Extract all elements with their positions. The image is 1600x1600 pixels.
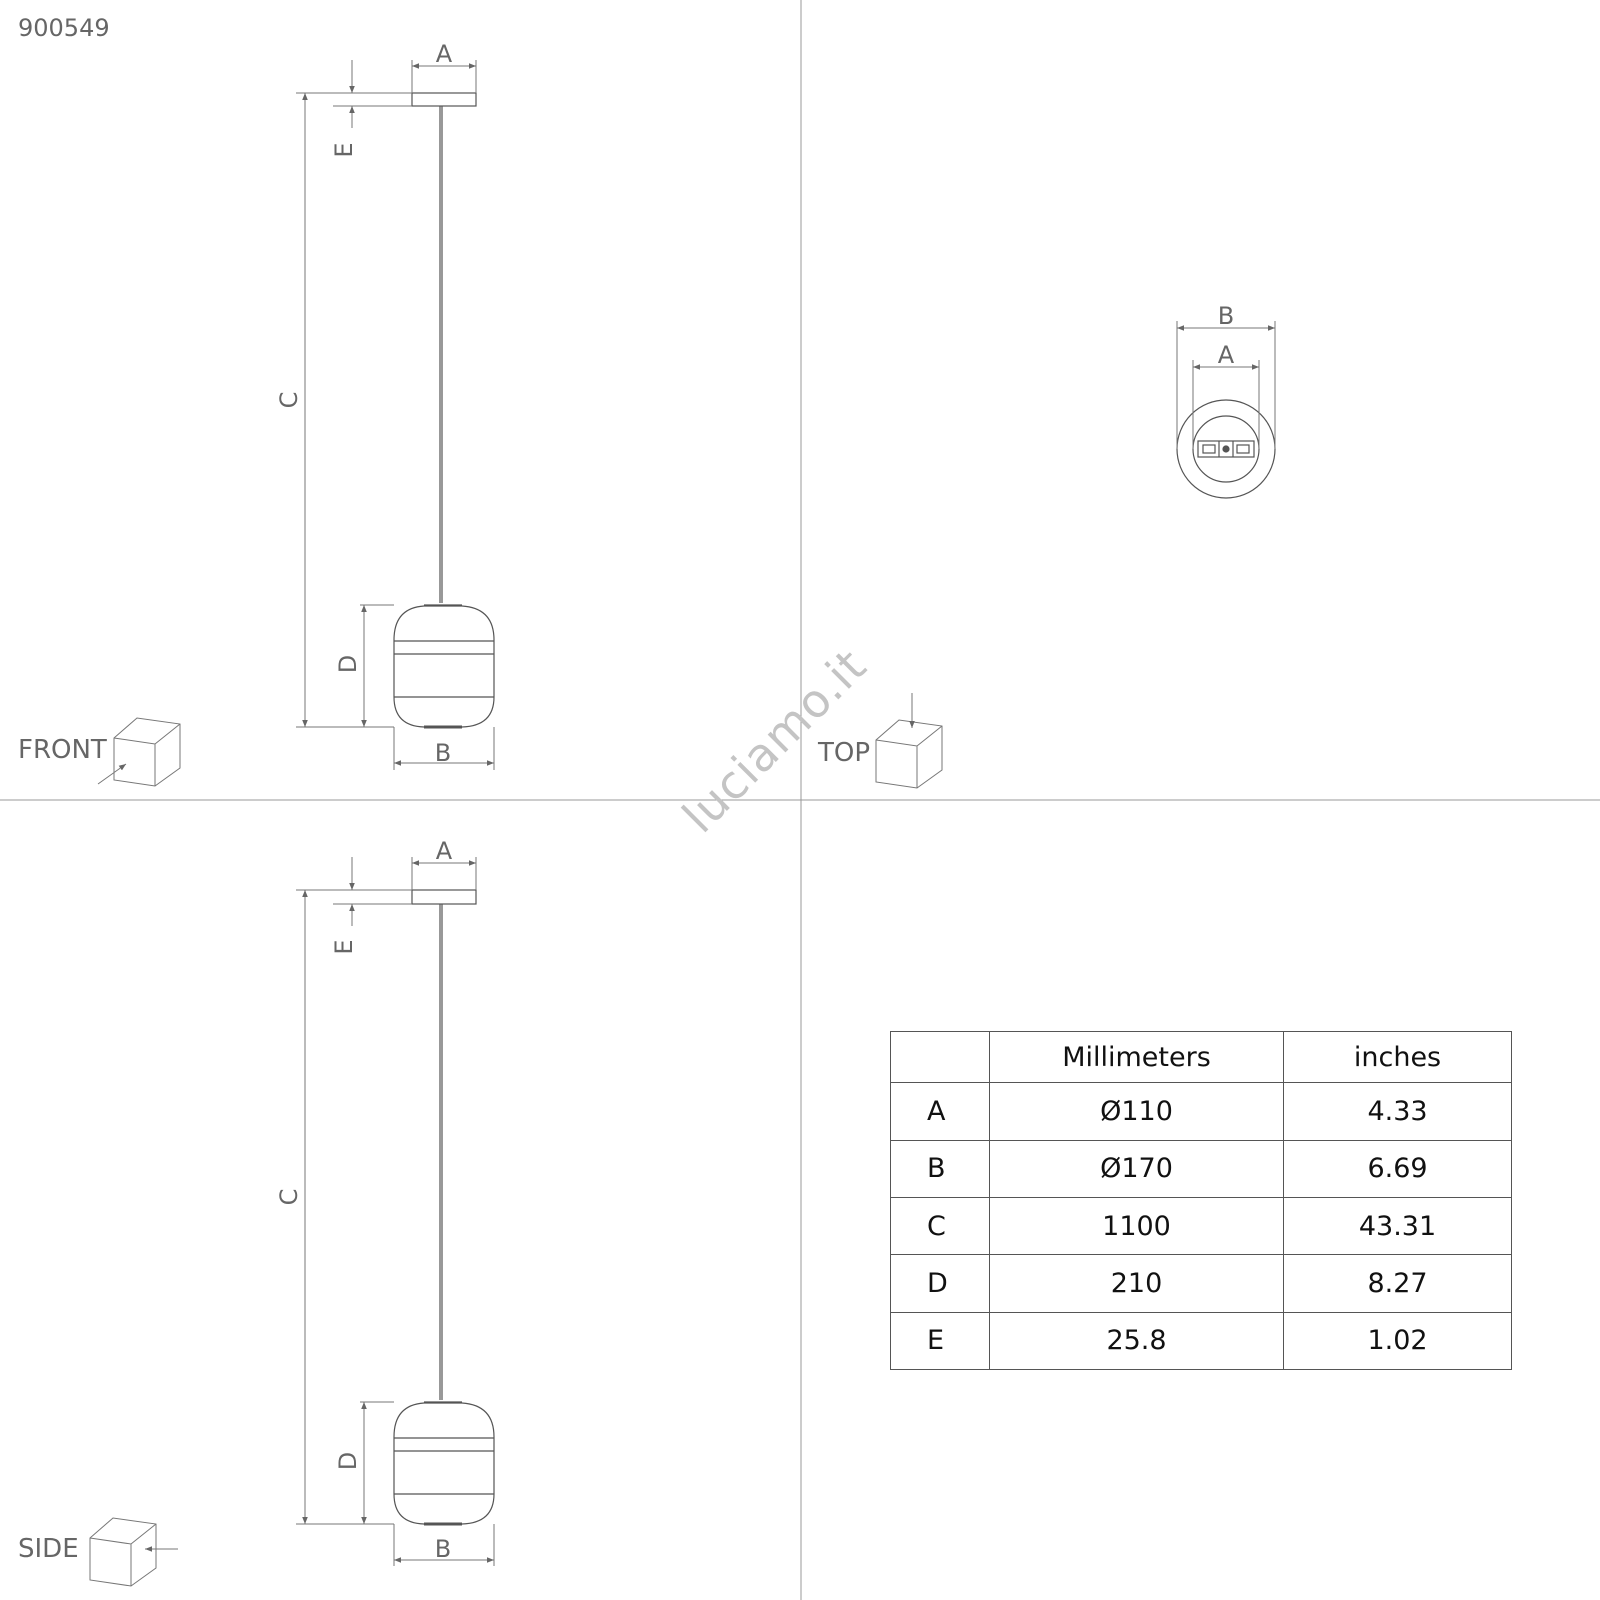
top-label-b: B [1218,302,1234,330]
side-label-c: C [275,1189,303,1206]
table-row: B Ø170 6.69 [890,1139,1512,1198]
side-label-e: E [330,939,358,954]
header-cell-inches: inches [1283,1030,1512,1084]
front-view-drawing [393,92,495,729]
row-millimeters: Ø110 [989,1082,1284,1141]
row-label: A [890,1082,990,1141]
top-label-a: A [1218,341,1235,369]
front-view-label: FRONT [18,735,107,765]
header-cell-empty [890,1030,990,1084]
side-view-cube-icon [89,1517,178,1587]
row-millimeters: Ø170 [989,1139,1284,1198]
side-dimension-lines [296,857,495,1566]
table-row: D 210 8.27 [890,1254,1512,1313]
side-view-label: SIDE [18,1534,79,1564]
glass-shade [393,605,495,728]
side-label-d: D [334,1452,362,1470]
side-view-drawing [393,889,495,1526]
side-dimension-labels: A E C D B [275,837,453,1563]
row-inches: 6.69 [1283,1139,1512,1198]
front-dimension-labels: A E C D B [275,40,453,767]
product-code: 900549 [18,14,110,42]
mounting-bracket [1197,440,1255,458]
top-view-cube-icon [875,693,943,789]
front-label-d: D [334,655,362,673]
side-label-b: B [435,1535,451,1563]
row-inches: 1.02 [1283,1311,1512,1371]
dimensions-table: Millimeters inches A Ø110 4.33 B Ø170 6.… [890,1030,1512,1371]
top-view-label: TOP [818,738,871,768]
front-label-a: A [436,40,453,68]
table-header-row: Millimeters inches [890,1030,1512,1084]
row-label: E [890,1311,990,1371]
top-dimension-labels: B A [1218,302,1235,369]
table-row: A Ø110 4.33 [890,1082,1512,1141]
top-dimension-lines [1176,321,1276,449]
header-cell-millimeters: Millimeters [989,1030,1284,1084]
front-label-e: E [330,142,358,157]
row-millimeters: 210 [989,1254,1284,1313]
front-label-c: C [275,392,303,409]
ceiling-canopy [411,92,477,107]
front-label-b: B [435,739,451,767]
glass-shade [393,1402,495,1525]
ceiling-canopy [411,889,477,905]
row-label: C [890,1196,990,1256]
row-label: D [890,1254,990,1313]
top-view-drawing [1176,399,1276,499]
row-inches: 43.31 [1283,1196,1512,1256]
front-view-cube-icon [97,717,181,787]
row-millimeters: 25.8 [989,1311,1284,1371]
side-label-a: A [436,837,453,865]
table-row: C 1100 43.31 [890,1196,1512,1256]
row-label: B [890,1139,990,1198]
front-dimension-lines [296,60,495,770]
row-inches: 4.33 [1283,1082,1512,1141]
row-millimeters: 1100 [989,1196,1284,1256]
table-row: E 25.8 1.02 [890,1311,1512,1371]
row-inches: 8.27 [1283,1254,1512,1313]
